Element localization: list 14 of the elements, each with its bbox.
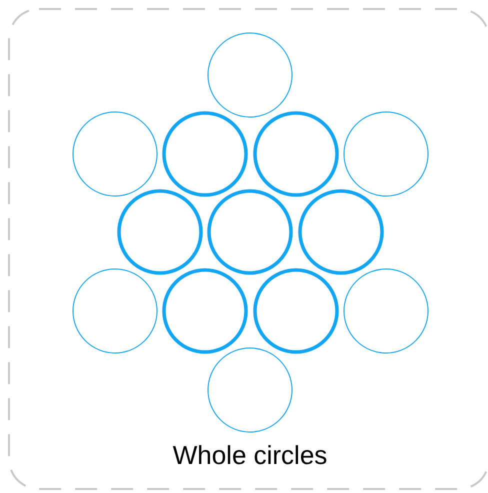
circle	[296, 187, 386, 277]
circle	[251, 109, 341, 199]
circle	[70, 266, 160, 356]
circle	[341, 266, 431, 356]
circle	[205, 30, 295, 120]
circle	[70, 109, 160, 199]
circle	[251, 266, 341, 356]
circle	[160, 109, 250, 199]
circle	[160, 266, 250, 356]
circle	[341, 109, 431, 199]
circle	[205, 187, 295, 277]
circle	[115, 187, 205, 277]
circle	[205, 345, 295, 435]
caption: Whole circles	[172, 440, 328, 471]
